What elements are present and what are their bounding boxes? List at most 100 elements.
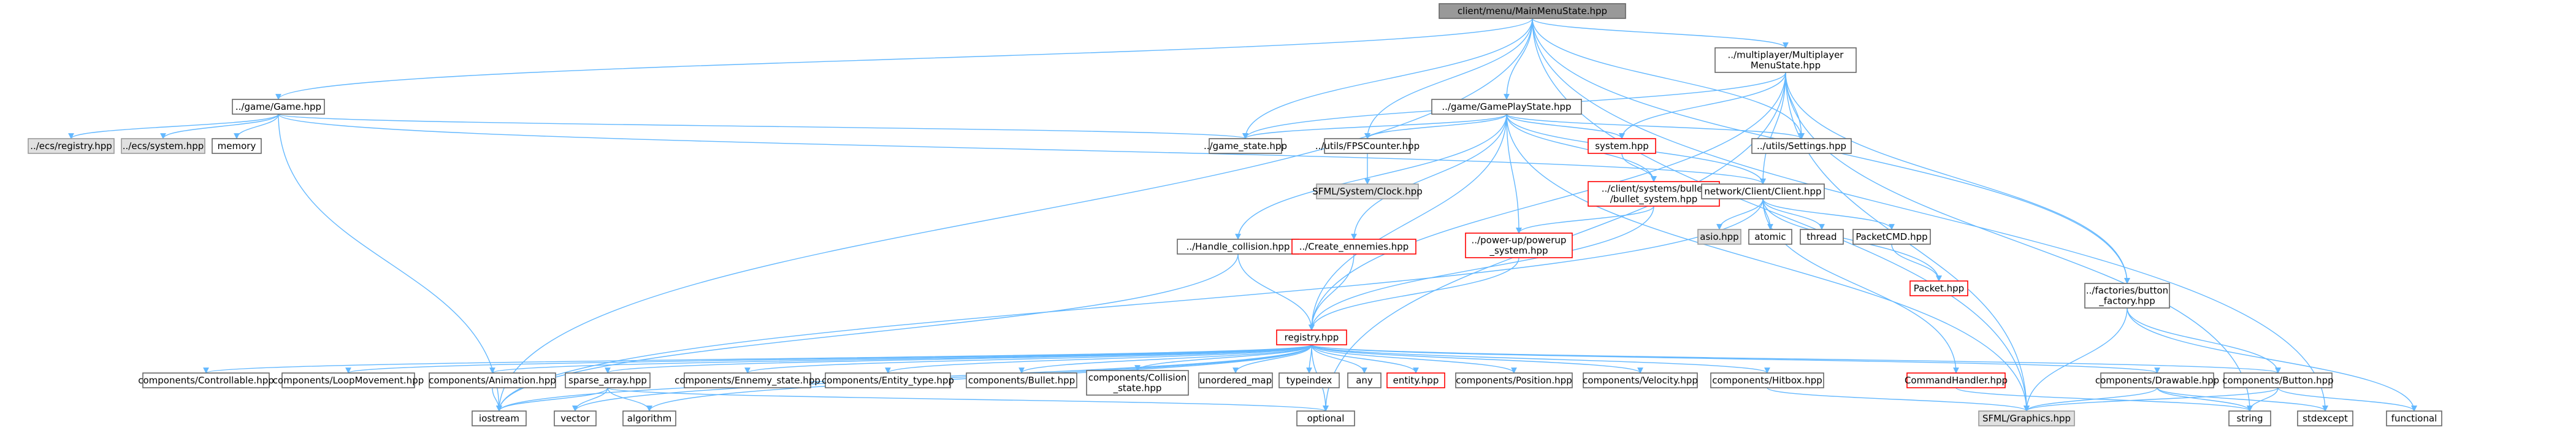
edge-powerup-to-registry [1309, 257, 1519, 331]
graph-node-cPosition[interactable]: components/Position.hpp [1455, 372, 1573, 388]
edge-cDrawable-to-string [2157, 387, 2253, 412]
graph-node-asio[interactable]: asio.hpp [1697, 229, 1741, 245]
node-box [622, 410, 676, 426]
graph-node-sparse[interactable]: sparse_array.hpp [565, 372, 651, 388]
edge-mp-to-factories [1785, 72, 2130, 284]
edge-netclient-to-asio [1716, 198, 1764, 230]
graph-node-functional[interactable]: functional [2386, 410, 2442, 426]
node-layer: client/menu/MainMenuState.hpp ../multipla… [28, 3, 2442, 426]
graph-node-cEntityType[interactable]: components/Entity_type.hpp [822, 372, 954, 388]
graph-node-ecssys[interactable]: ../ecs/system.hpp [121, 138, 205, 154]
graph-node-systemhpp[interactable]: system.hpp [1588, 138, 1656, 154]
edge-handlecol-to-registry [1237, 253, 1315, 331]
edge-registry-to-cHitbox [1311, 344, 1770, 374]
graph-node-createen[interactable]: ../Create_ennemies.hpp [1291, 239, 1416, 255]
graph-node-ecsreg[interactable]: ../ecs/registry.hpp [28, 138, 115, 154]
graph-node-stdexcept[interactable]: stdexcept [2297, 410, 2353, 426]
node-label: any [1356, 375, 1373, 386]
graph-node-settings[interactable]: ../utils/Settings.hpp [1751, 138, 1852, 154]
graph-node-algorithm[interactable]: algorithm [622, 410, 676, 426]
edge-main-to-stdexcept [1532, 18, 2328, 412]
graph-node-cVelocity[interactable]: components/Velocity.hpp [1583, 372, 1698, 388]
graph-node-fps[interactable]: ../utils/FPSCounter.hpp [1315, 138, 1420, 154]
graph-node-sfgraphics[interactable]: SFML/Graphics.hpp [1978, 410, 2075, 426]
graph-node-cHitbox[interactable]: components/Hitbox.hpp [1710, 372, 1824, 388]
graph-node-factories[interactable]: ../factories/button_factory.hpp [2084, 283, 2170, 309]
node-label: optional [1307, 413, 1345, 424]
graph-node-vector[interactable]: vector [554, 410, 597, 426]
edge-cDrawable-to-sfgraphics [2024, 387, 2158, 412]
graph-node-optional[interactable]: optional [1296, 410, 1355, 426]
node-label: ../client/systems/bullet [1602, 183, 1707, 194]
graph-node-gamestate[interactable]: ../game_state.hpp [1204, 138, 1287, 154]
node-box [1347, 372, 1382, 388]
node-box [2100, 372, 2214, 388]
node-box [1852, 229, 1931, 245]
graph-node-string[interactable]: string [2228, 410, 2271, 426]
graph-node-typeindex[interactable]: typeindex [1278, 372, 1340, 388]
graph-node-any[interactable]: any [1347, 372, 1382, 388]
graph-node-cAnim[interactable]: components/Animation.hpp [429, 372, 556, 388]
graph-node-cEnnemy[interactable]: components/Ennemy_state.hpp [675, 372, 820, 388]
edge-registry-to-cButton [1311, 344, 2281, 374]
node-box [212, 138, 262, 154]
graph-node-cLoop[interactable]: components/LoopMovement.hpp [273, 372, 424, 388]
edge-gameplay-to-handlecol [1235, 113, 1507, 240]
node-box [2228, 410, 2271, 426]
graph-node-gameplay[interactable]: ../game/GamePlayState.hpp [1431, 99, 1582, 115]
graph-node-cCollision[interactable]: components/Collision_state.hpp [1086, 370, 1189, 396]
edge-netclient-to-thread [1762, 198, 1825, 230]
edge-main-to-gameplay [1504, 18, 1533, 100]
graph-node-packet[interactable]: Packet.hpp [1909, 280, 1968, 296]
graph-node-atomic[interactable]: atomic [1748, 229, 1792, 245]
node-box [1455, 372, 1573, 388]
graph-node-main[interactable]: client/menu/MainMenuState.hpp [1439, 3, 1626, 19]
edge-main-to-sfgraphics [1532, 18, 2030, 412]
node-label: Packet.hpp [1914, 283, 1964, 294]
node-label: SFML/System/Clock.hpp [1312, 186, 1423, 197]
edge-gameplay-to-sfgraphics [1506, 113, 2030, 412]
edge-cButton-to-functional [2277, 387, 2417, 412]
edge-gameplay-to-settings [1506, 113, 1805, 139]
node-box [1296, 410, 1355, 426]
node-label: ../multiplayer/Multiplayer [1728, 50, 1844, 61]
graph-node-handlecol[interactable]: ../Handle_collision.hpp [1177, 239, 1299, 255]
edge-gameplay-to-fps [1364, 113, 1507, 139]
edge-factories-to-functional [2127, 307, 2417, 412]
node-box [1316, 183, 1419, 199]
graph-node-memory[interactable]: memory [212, 138, 262, 154]
node-label: ../Create_ennemies.hpp [1299, 241, 1409, 253]
node-label: _factory.hpp [2098, 296, 2155, 307]
graph-node-cBullet[interactable]: components/Bullet.hpp [966, 372, 1077, 388]
graph-node-packetcmd[interactable]: PacketCMD.hpp [1852, 229, 1931, 245]
graph-node-unordered[interactable]: unordered_map [1198, 372, 1273, 388]
graph-node-bullet[interactable]: ../client/systems/bullet/bullet_system.h… [1588, 181, 1720, 207]
node-label: ../factories/button [2086, 285, 2168, 296]
edge-sparse-to-optional [607, 387, 1329, 412]
node-label: typeindex [1286, 375, 1332, 386]
node-box [2084, 283, 2170, 309]
graph-node-thread[interactable]: thread [1800, 229, 1844, 245]
graph-node-iostream[interactable]: iostream [472, 410, 527, 426]
graph-node-game[interactable]: ../game/Game.hpp [232, 99, 325, 115]
graph-node-cControllable[interactable]: components/Controllable.hpp [138, 372, 274, 388]
node-label: components/Drawable.hpp [2095, 375, 2219, 386]
edge-sparse-to-algorithm [607, 387, 652, 412]
node-label: PacketCMD.hpp [1856, 231, 1927, 242]
graph-node-entity[interactable]: entity.hpp [1386, 372, 1445, 388]
graph-node-cmdhandler[interactable]: CommandHandler.hpp [1905, 372, 2008, 388]
graph-node-netclient[interactable]: network/Client/Client.hpp [1701, 183, 1825, 199]
graph-node-registry[interactable]: registry.hpp [1276, 329, 1347, 345]
graph-node-powerup[interactable]: ../power-up/powerup_system.hpp [1465, 233, 1573, 258]
graph-node-sfclock[interactable]: SFML/System/Clock.hpp [1312, 183, 1423, 199]
node-box [1909, 280, 1968, 296]
edge-netclient-to-packetcmd [1762, 198, 1895, 230]
edge-main-to-settings [1532, 18, 1805, 139]
graph-node-cDrawable[interactable]: components/Drawable.hpp [2095, 372, 2219, 388]
edge-cButton-to-sfgraphics [2024, 387, 2279, 412]
node-box [1465, 233, 1573, 258]
node-box [2386, 410, 2442, 426]
graph-node-cButton[interactable]: components/Button.hpp [2222, 372, 2334, 388]
edge-game-to-iostream [278, 113, 502, 412]
